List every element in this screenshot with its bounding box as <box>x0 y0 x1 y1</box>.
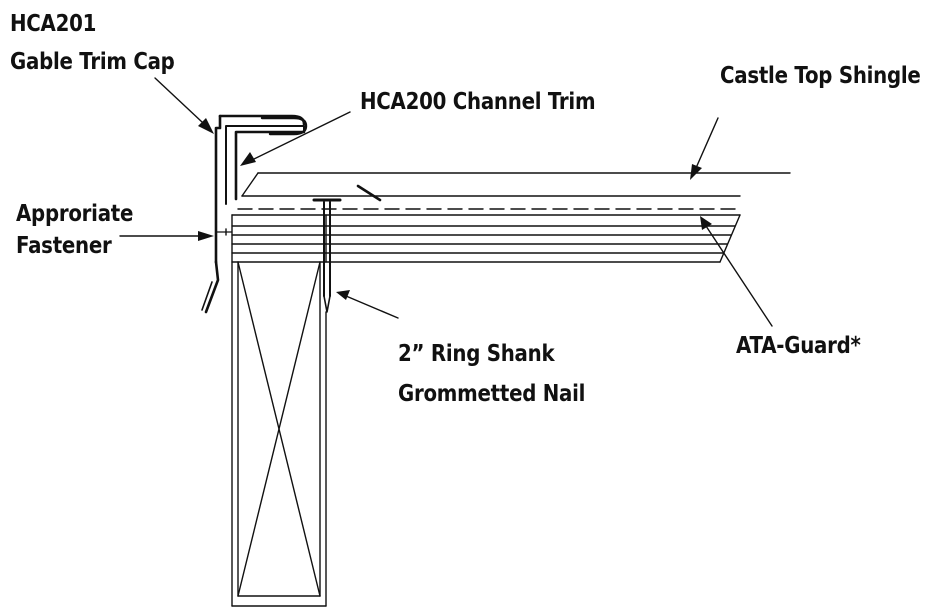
stud-cross-line-b <box>237 261 321 597</box>
label-ring-shank-nail-line1: 2” Ring Shank <box>398 341 555 367</box>
label-channel-trim: HCA200 Channel Trim <box>360 86 596 118</box>
leader-nail <box>345 295 399 319</box>
label-ring-shank-nail-line2: Grommetted Nail <box>398 381 586 407</box>
hca201-gable-trim-cap <box>201 114 306 314</box>
hca200-channel-trim <box>225 125 382 205</box>
ring-shank-nail <box>312 198 342 313</box>
leader-channel-trim <box>251 111 351 161</box>
leader-castle-top-shingle <box>695 117 719 169</box>
label-fastener-line1: Approriate <box>16 201 134 227</box>
label-fastener-line2: Fastener <box>16 233 112 259</box>
arrowhead-nail <box>336 290 350 300</box>
leader-lines <box>119 77 773 327</box>
arrowhead-gable-trim-cap <box>198 118 214 134</box>
roof-deck-layers <box>231 214 741 263</box>
wall-stud <box>231 214 327 607</box>
label-castle-top-shingle: Castle Top Shingle <box>720 60 921 92</box>
label-gable-trim-cap-line2: Gable Trim Cap <box>10 49 175 75</box>
fastener <box>215 227 233 237</box>
arrowhead-channel-trim <box>240 152 256 166</box>
arrowhead-ata-guard <box>700 216 712 230</box>
label-castle-top-shingle-text: Castle Top Shingle <box>720 63 921 89</box>
label-ata-guard: ATA-Guard* <box>736 330 861 362</box>
channel-trim-hem <box>260 116 308 136</box>
label-gable-trim-cap: HCA201 Gable Trim Cap <box>10 8 175 78</box>
arrowhead-castle-top-shingle <box>690 164 702 180</box>
arrowhead-fastener <box>198 231 214 241</box>
label-gable-trim-cap-line1: HCA201 <box>10 11 97 37</box>
label-ring-shank-nail: 2” Ring Shank Grommetted Nail <box>398 338 585 410</box>
label-fastener: Approriate Fastener <box>16 198 133 262</box>
leader-arrowheads <box>198 118 712 300</box>
leader-gable-trim-cap <box>154 77 203 123</box>
label-ata-guard-text: ATA-Guard* <box>736 333 861 359</box>
leader-ata-guard <box>705 225 773 327</box>
castle-top-shingle <box>241 172 791 197</box>
label-channel-trim-text: HCA200 Channel Trim <box>360 89 596 115</box>
